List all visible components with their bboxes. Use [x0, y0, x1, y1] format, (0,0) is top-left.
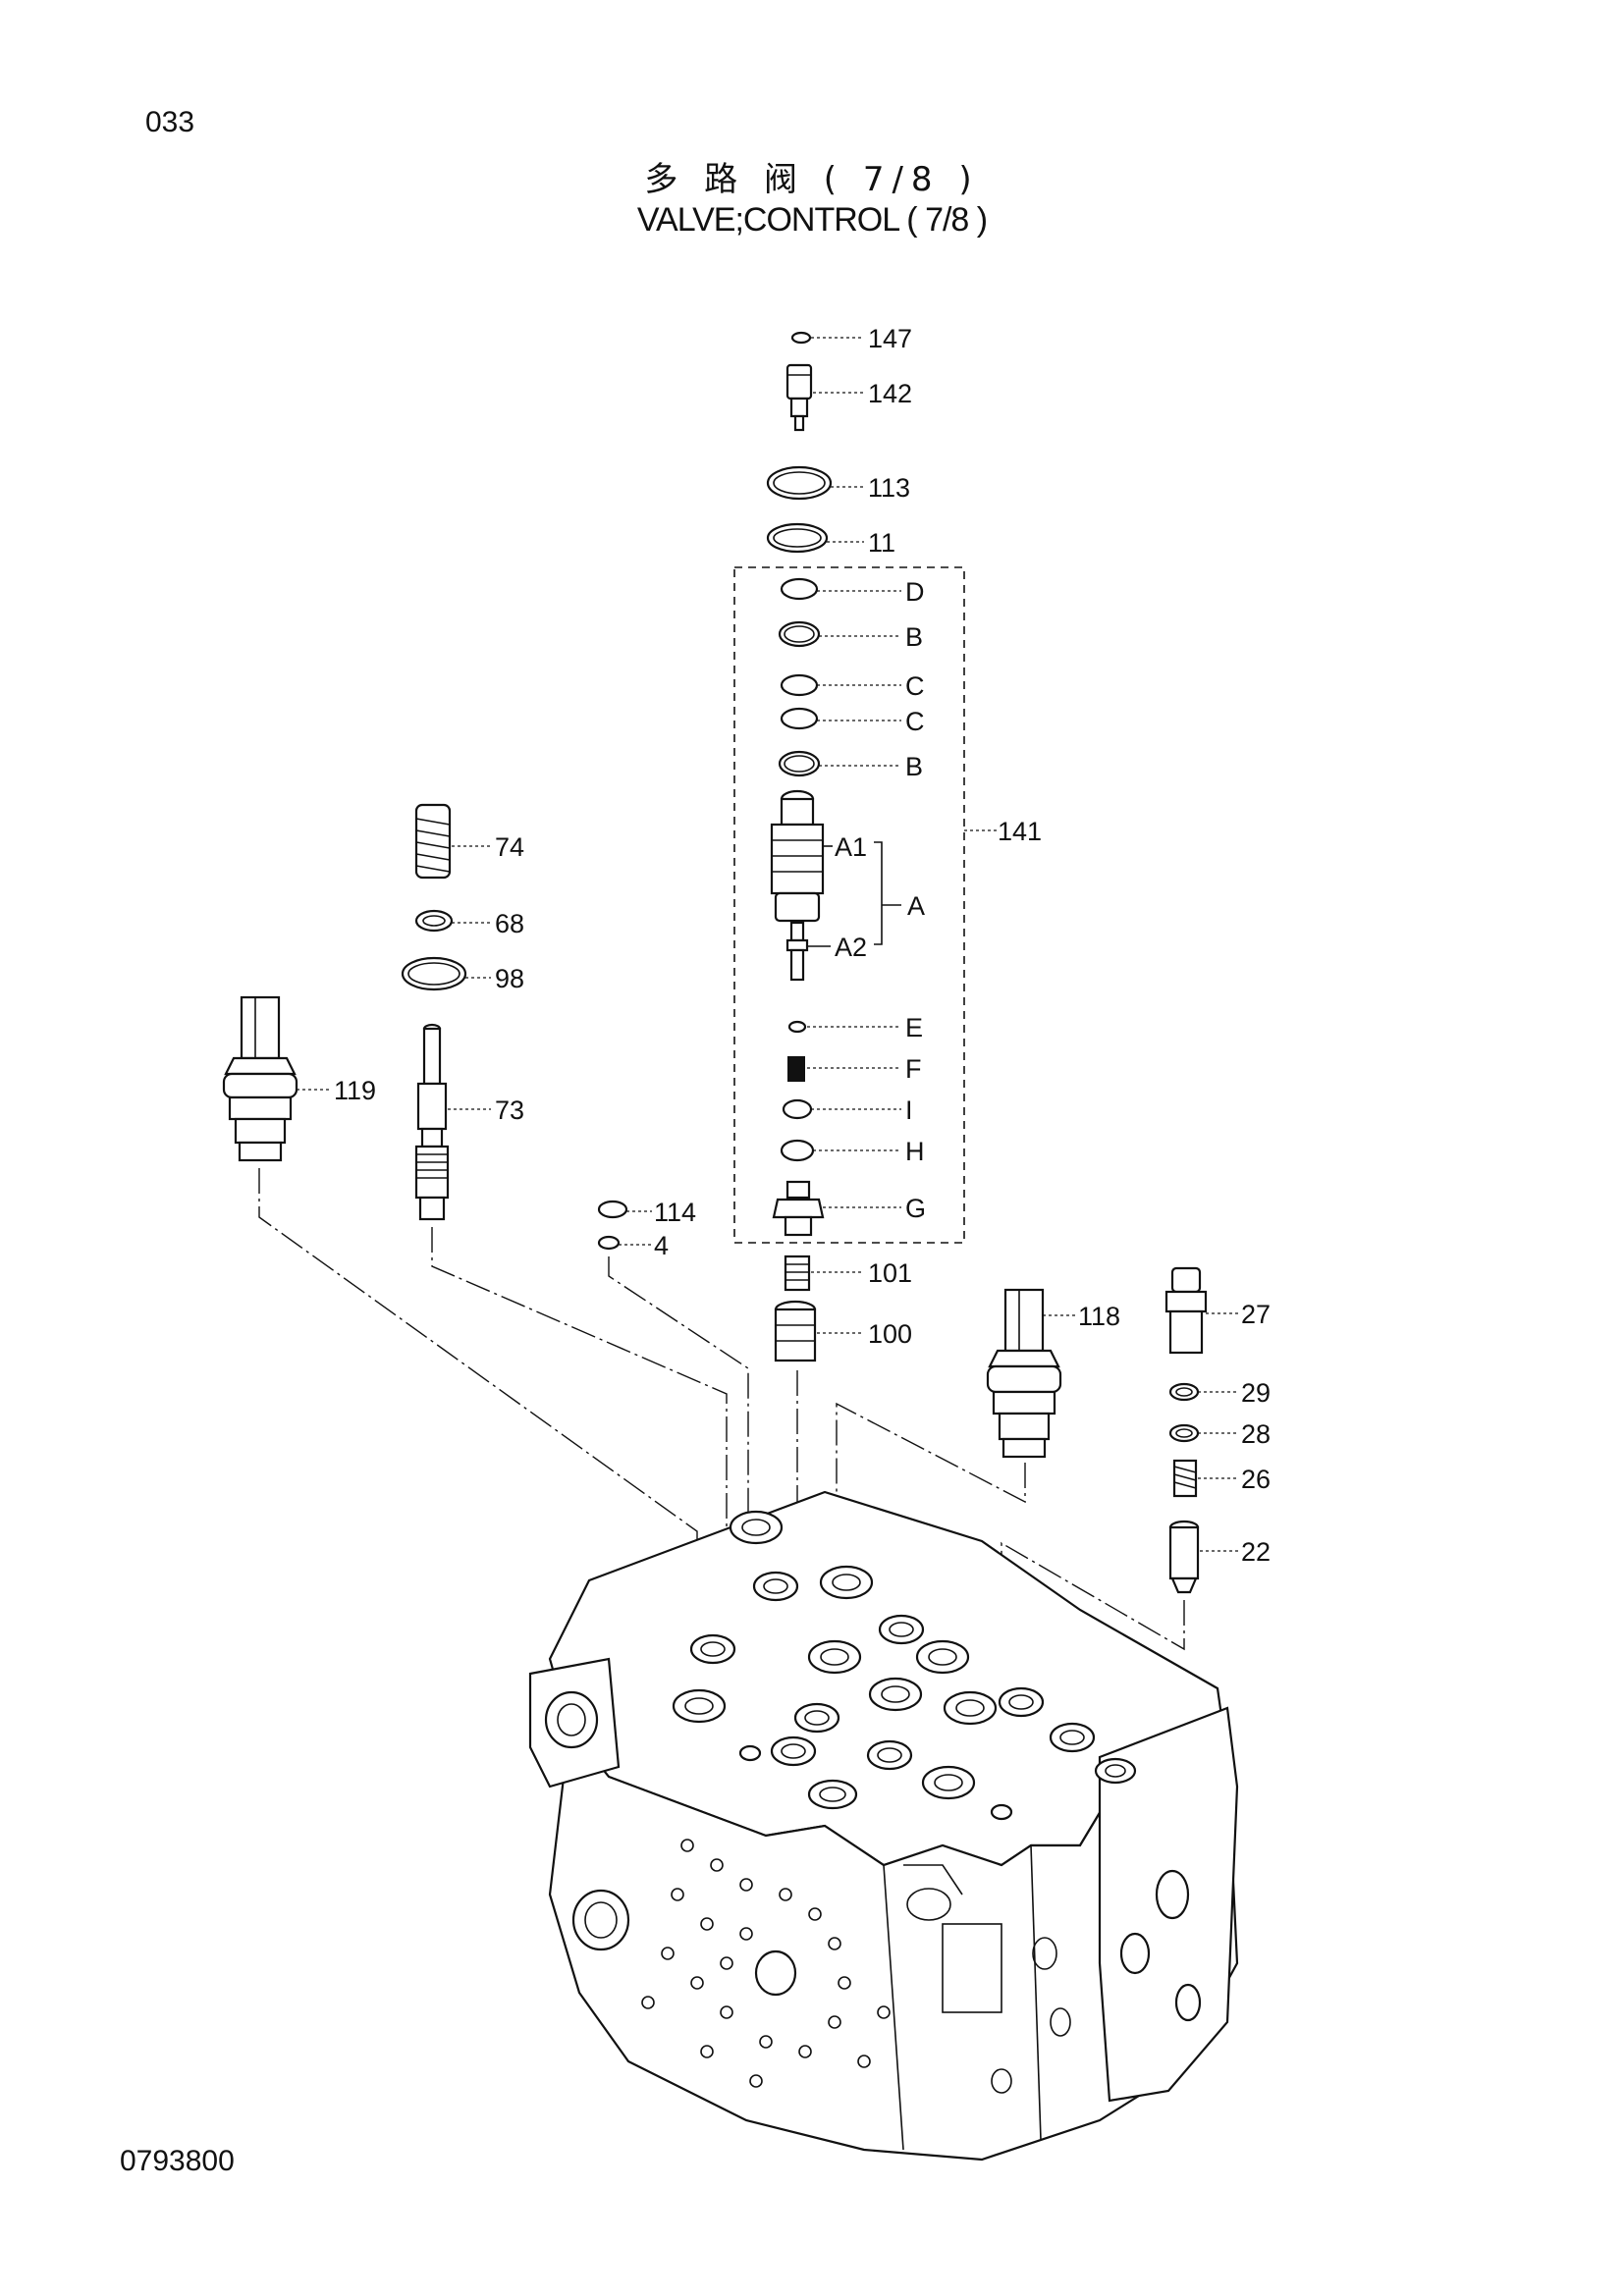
part-4: 4: [597, 1231, 669, 1260]
part-68: 68: [414, 909, 524, 938]
callout-68: 68: [495, 909, 524, 938]
part-28: 28: [1168, 1419, 1271, 1449]
bracket-A: A: [874, 841, 925, 945]
part-A1-spool: A1: [770, 789, 867, 923]
callout-F: F: [905, 1054, 922, 1084]
part-11: 11: [766, 522, 895, 558]
callout-D: D: [905, 577, 925, 607]
callout-29: 29: [1241, 1378, 1271, 1408]
part-A2: A2: [785, 921, 867, 982]
part-147: 147: [790, 324, 912, 353]
part-F-spring: F: [787, 1054, 922, 1084]
part-B-lower: B: [778, 750, 923, 781]
callout-147: 147: [868, 324, 912, 353]
drawing-number: 0793800: [120, 2145, 235, 2177]
title-chinese: 多 路 阀 ( 7/8 ): [644, 160, 980, 199]
callout-B-upper: B: [905, 622, 923, 652]
callout-27: 27: [1241, 1300, 1271, 1329]
callout-I: I: [905, 1095, 913, 1125]
callout-118: 118: [1078, 1302, 1120, 1331]
callout-22: 22: [1241, 1537, 1271, 1567]
callout-74: 74: [495, 832, 524, 862]
group-141-box: 141: [733, 566, 1042, 1244]
title-english: VALVE;CONTROL ( 7/8 ): [636, 201, 988, 239]
part-27-plug: 27: [1164, 1266, 1271, 1355]
callout-11: 11: [868, 528, 895, 558]
part-101-spring: 101: [784, 1255, 912, 1292]
part-26-spring: 26: [1172, 1459, 1271, 1498]
part-142: 142: [785, 363, 912, 432]
callout-141: 141: [998, 817, 1042, 846]
callout-4: 4: [654, 1231, 669, 1260]
callout-142: 142: [868, 379, 912, 408]
part-114: 114: [597, 1198, 696, 1227]
part-D: D: [780, 577, 925, 607]
part-E: E: [787, 1013, 923, 1042]
control-valve-body: [528, 1490, 1239, 2162]
part-H: H: [780, 1137, 925, 1166]
callout-114: 114: [654, 1198, 696, 1227]
part-29: 29: [1168, 1378, 1271, 1408]
callout-A: A: [907, 891, 925, 921]
part-113: 113: [766, 465, 910, 503]
callout-73: 73: [495, 1095, 524, 1125]
callout-26: 26: [1241, 1465, 1271, 1494]
callout-C-lower: C: [905, 707, 925, 736]
callout-B-lower: B: [905, 752, 923, 781]
part-C-upper: C: [780, 671, 925, 701]
callout-119: 119: [334, 1076, 376, 1105]
part-119-valve: 119: [222, 995, 376, 1162]
part-22-poppet: 22: [1168, 1520, 1271, 1594]
part-74-spring: 74: [414, 803, 524, 880]
page-code: 033: [145, 106, 195, 138]
part-118-valve: 118: [986, 1288, 1120, 1459]
callout-A1: A1: [835, 832, 867, 862]
part-73-spool: 73: [414, 1023, 524, 1221]
callout-28: 28: [1241, 1419, 1271, 1449]
callout-100: 100: [868, 1319, 912, 1349]
part-98: 98: [401, 956, 524, 993]
part-C-lower: C: [780, 707, 925, 736]
callout-G: G: [905, 1194, 926, 1223]
part-100: 100: [774, 1300, 912, 1362]
callout-98: 98: [495, 964, 524, 993]
callout-113: 113: [868, 473, 910, 503]
part-B-upper: B: [778, 620, 923, 652]
callout-C-upper: C: [905, 671, 925, 701]
callout-A2: A2: [835, 933, 867, 962]
part-I: I: [782, 1095, 913, 1125]
callout-E: E: [905, 1013, 923, 1042]
callout-101: 101: [868, 1258, 912, 1288]
part-G-plug: G: [772, 1180, 926, 1237]
callout-H: H: [905, 1137, 925, 1166]
